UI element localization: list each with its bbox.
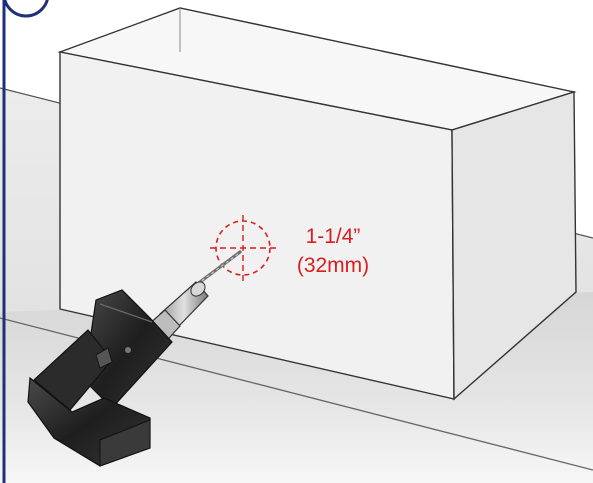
step-circle-icon bbox=[3, 0, 49, 18]
hole-size-metric: (32mm) bbox=[296, 254, 370, 277]
hole-size-imperial: 1-1/4” bbox=[305, 225, 361, 248]
drill-bit-icon bbox=[194, 250, 242, 287]
hole-size-label: 1-1/4” (32mm) bbox=[283, 222, 383, 280]
hole-marker-icon bbox=[210, 215, 276, 281]
cabinet-box bbox=[57, 7, 577, 401]
cordless-drill-icon bbox=[27, 281, 209, 467]
